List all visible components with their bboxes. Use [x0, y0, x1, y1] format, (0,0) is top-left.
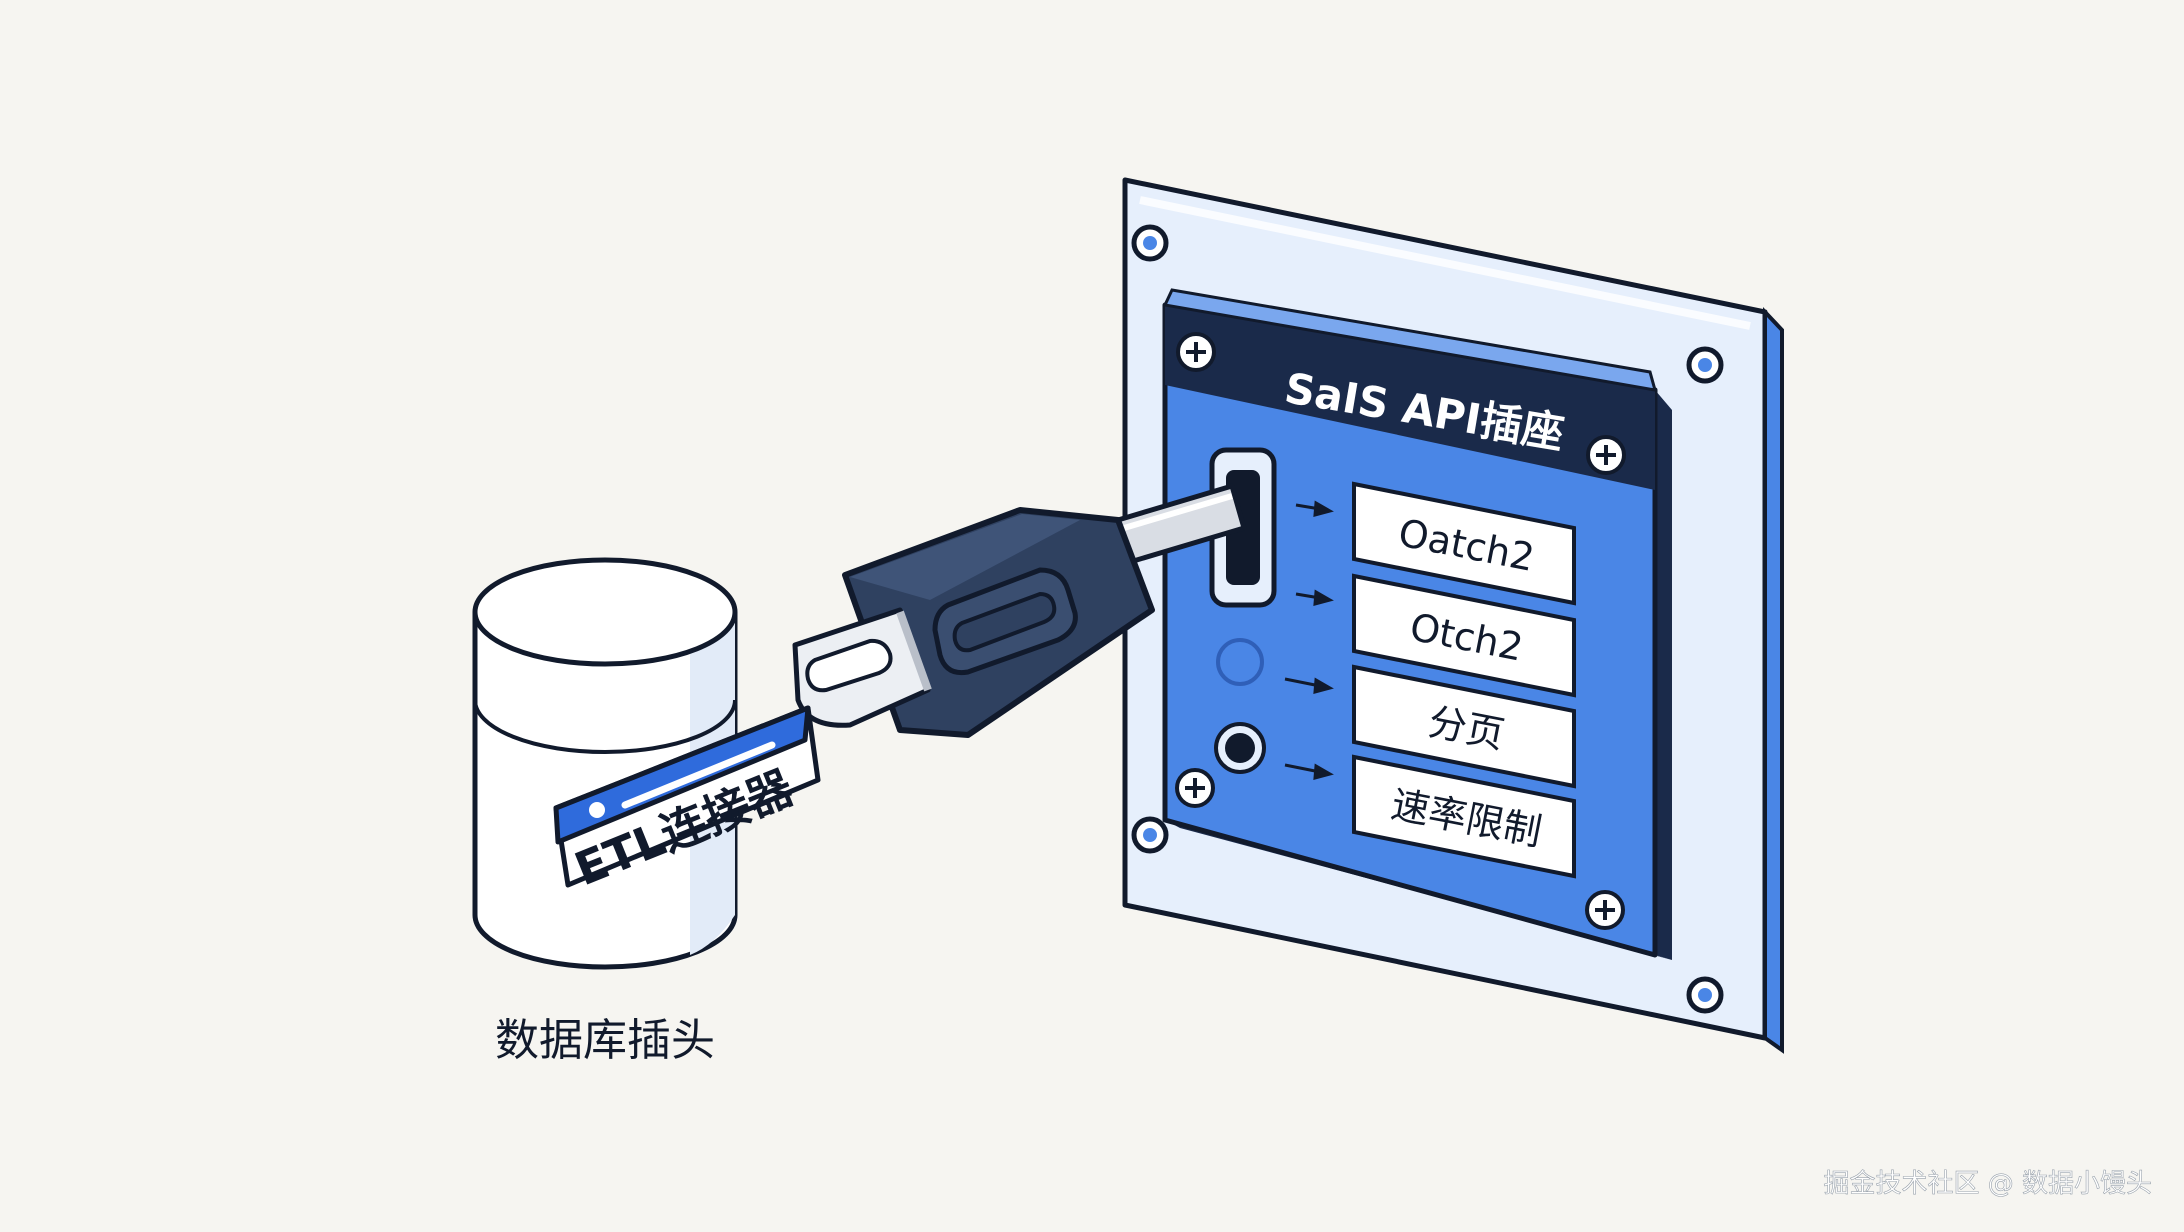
- tag-slot-line: [621, 741, 776, 809]
- arrow-4: [1284, 763, 1334, 780]
- plug-grip: [932, 567, 1078, 676]
- panel-screw-tl: [1176, 332, 1216, 372]
- arrow-3: [1284, 677, 1334, 694]
- label-box-pagination: 分页: [1352, 664, 1576, 789]
- plate-screw-hole-bl: [1131, 816, 1169, 854]
- panel-screw-bl: [1175, 768, 1215, 808]
- tag-dot: [589, 802, 605, 818]
- indicator-port: [1214, 722, 1266, 774]
- panel-screw-tr: [1586, 435, 1626, 475]
- socket-panel: SaIS API插座: [1162, 288, 1672, 960]
- label-box-otch2: Otch2: [1352, 573, 1576, 698]
- arrow-2: [1295, 589, 1334, 606]
- indicator-ring: [1216, 638, 1264, 686]
- panel-title-band: [1165, 305, 1655, 490]
- plug-tip: [792, 607, 932, 728]
- label-box-rate-limit: 速率限制: [1352, 754, 1576, 879]
- label-box-oatch2: Oatch2: [1352, 481, 1576, 606]
- panel-screw-br: [1585, 890, 1625, 930]
- watermark: 掘金技术社区 @ 数据小馒头: [1823, 1169, 2152, 1199]
- plate-screw-hole-tr: [1686, 346, 1724, 384]
- plate-screw-hole-tl: [1131, 224, 1169, 262]
- plate-screw-hole-br: [1686, 976, 1724, 1014]
- arrow-1: [1295, 500, 1334, 517]
- etl-plug: [792, 483, 1247, 738]
- database-caption: 数据库插头: [495, 1015, 715, 1066]
